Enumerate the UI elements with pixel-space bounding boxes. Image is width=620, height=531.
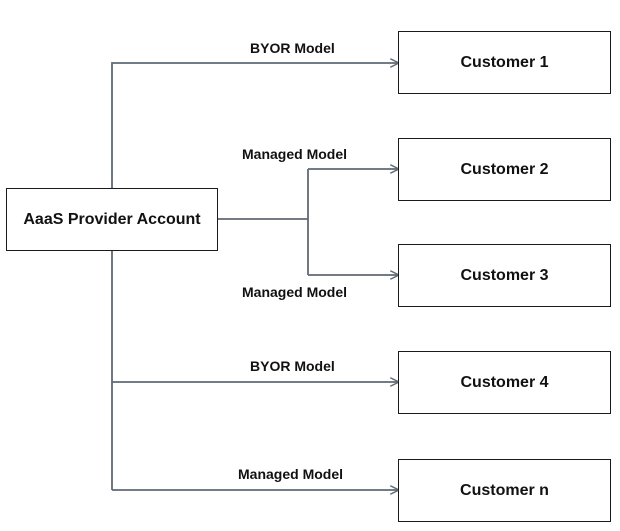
edge-label-customer-4: BYOR Model	[250, 358, 335, 374]
customer-2-label: Customer 2	[460, 160, 549, 178]
connector-customer-1	[111, 63, 398, 188]
customer-1-label: Customer 1	[460, 53, 549, 71]
edge-label-customer-1: BYOR Model	[250, 40, 335, 56]
customer-n-box[interactable]: Customer n	[398, 459, 611, 522]
customer-2-box[interactable]: Customer 2	[398, 138, 611, 201]
customer-3-label: Customer 3	[460, 266, 549, 284]
customer-n-label: Customer n	[460, 481, 549, 499]
provider-account-label: AaaS Provider Account	[23, 210, 201, 228]
customer-4-label: Customer 4	[460, 373, 549, 391]
customer-1-box[interactable]: Customer 1	[398, 31, 611, 94]
provider-account-box[interactable]: AaaS Provider Account	[6, 188, 218, 251]
customer-3-box[interactable]: Customer 3	[398, 244, 611, 307]
edge-label-customer-2: Managed Model	[242, 146, 348, 162]
customer-4-box[interactable]: Customer 4	[398, 351, 611, 414]
edge-label-customer-3: Managed Model	[242, 284, 348, 300]
edge-label-customer-n: Managed Model	[238, 466, 344, 482]
